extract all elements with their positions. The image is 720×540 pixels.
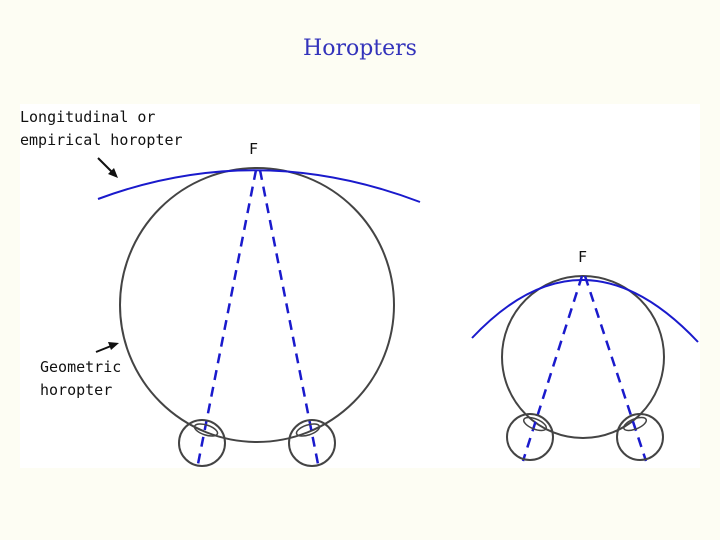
left-eye-large: [178, 419, 226, 467]
right-eye-small: [616, 413, 664, 461]
large-horopter-diagram: [95, 157, 421, 467]
diagram-panel: [20, 104, 700, 468]
geometric-label-line2: horopter: [40, 381, 113, 399]
empirical-horopter-label: Longitudinal or empirical horopter: [20, 106, 183, 152]
geometric-horopter-circle-small: [501, 275, 665, 439]
arrow-geometric: [95, 342, 119, 353]
slide-title: Horopters: [303, 36, 417, 61]
left-eye-small: [506, 413, 554, 461]
fixation-point-label-small: F: [578, 248, 588, 266]
fixation-point-label-large: F: [249, 140, 259, 158]
empirical-horopter-curve-large: [97, 169, 421, 203]
line-of-sight-right-small: [583, 275, 648, 462]
empirical-horopter-curve-small: [471, 279, 699, 343]
geometric-horopter-circle-large: [119, 167, 395, 443]
line-of-sight-left-small: [521, 275, 584, 462]
right-eye-large: [288, 419, 336, 467]
small-horopter-diagram: [471, 275, 699, 462]
geometric-horopter-label: Geometric horopter: [40, 356, 121, 402]
arrow-empirical: [97, 157, 118, 178]
geometric-label-line1: Geometric: [40, 358, 122, 376]
empirical-label-line1: Longitudinal or: [20, 108, 156, 126]
empirical-label-line2: empirical horopter: [20, 131, 183, 149]
